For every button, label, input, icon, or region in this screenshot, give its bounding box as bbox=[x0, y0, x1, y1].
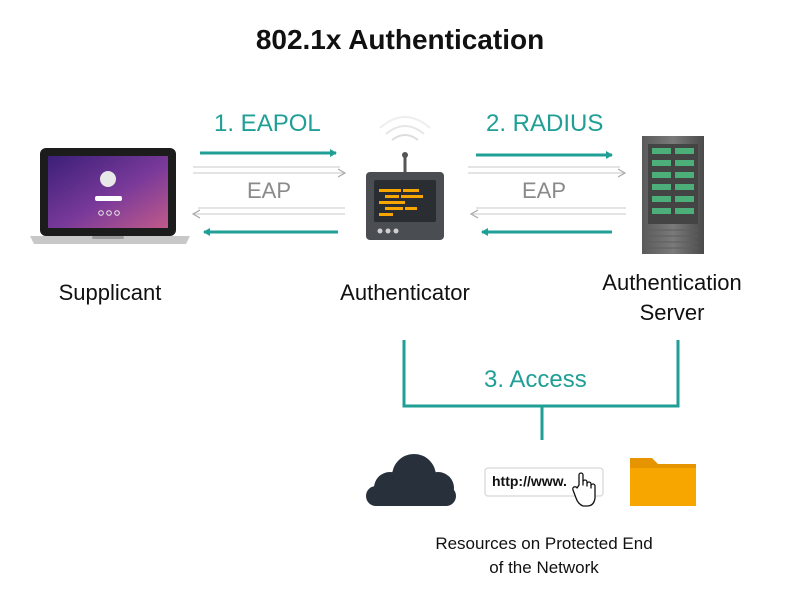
authenticator-icon bbox=[366, 116, 444, 240]
resources-caption-line2: of the Network bbox=[489, 558, 599, 577]
server-label-line1: Authentication bbox=[602, 270, 742, 295]
eap-label-left: EAP bbox=[247, 178, 292, 203]
cloud-icon bbox=[366, 454, 456, 506]
eap-dashed-arrow-left-left bbox=[193, 207, 345, 214]
eap-dashed-arrow-left-right bbox=[471, 207, 626, 214]
url-text: http://www. bbox=[492, 473, 567, 489]
eap-dashed-arrow-right-right bbox=[468, 166, 625, 173]
folder-icon bbox=[630, 458, 696, 506]
server-icon bbox=[642, 136, 704, 254]
step-eapol-label: 1. EAPOL bbox=[214, 110, 321, 137]
server-label-line2: Server bbox=[639, 300, 705, 325]
supplicant-label: Supplicant bbox=[58, 280, 162, 305]
access-bracket bbox=[402, 340, 680, 440]
step-radius-label: 2. RADIUS bbox=[486, 110, 604, 137]
eap-label-right: EAP bbox=[522, 178, 567, 203]
resources-caption-line1: Resources on Protected End bbox=[435, 534, 653, 553]
step-access-label: 3. Access bbox=[484, 366, 587, 393]
eap-dashed-arrow-right-left bbox=[193, 166, 345, 173]
laptop-icon bbox=[30, 148, 190, 244]
authenticator-label: Authenticator bbox=[340, 280, 470, 305]
diagram-title: 802.1x Authentication bbox=[255, 24, 545, 55]
hand-cursor-icon bbox=[572, 472, 596, 507]
